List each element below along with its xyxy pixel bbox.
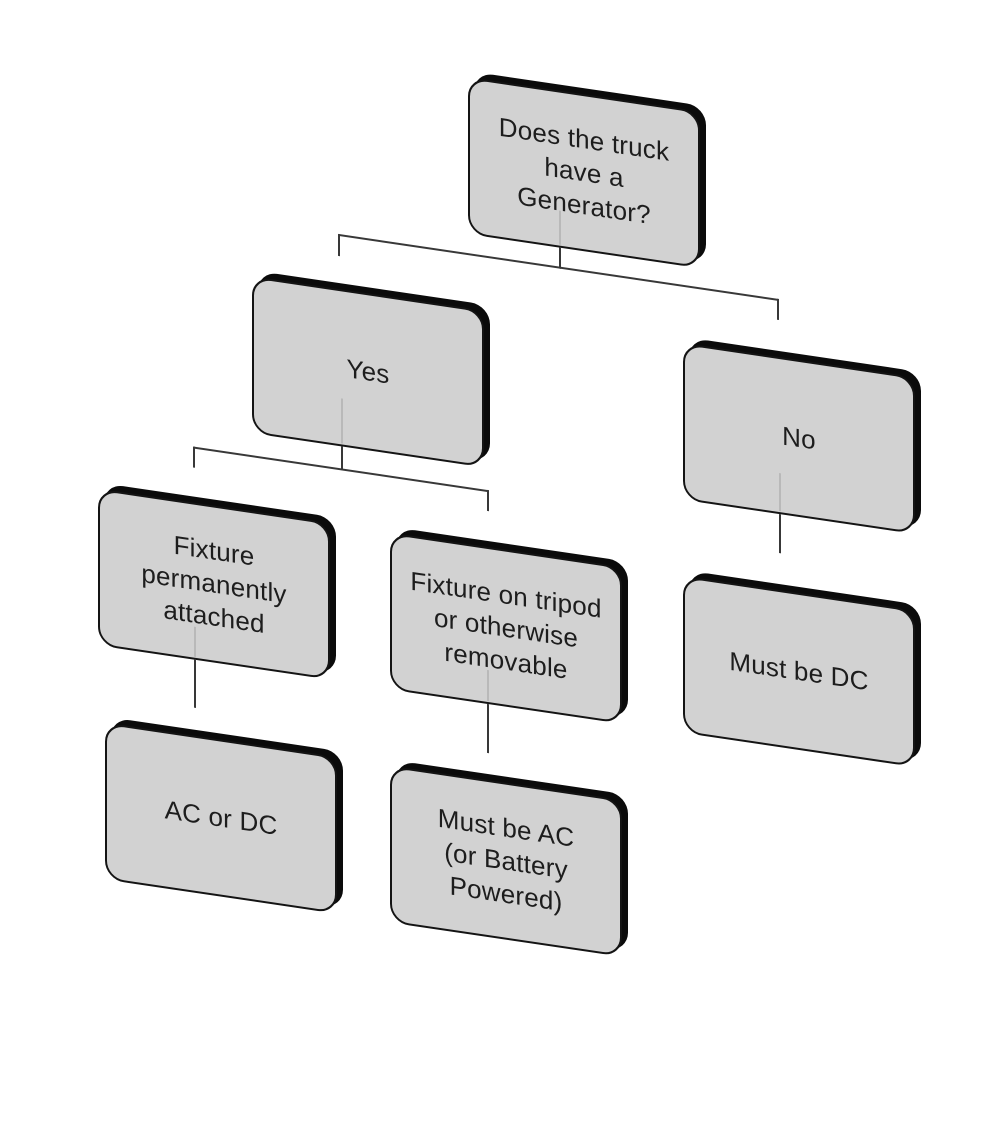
connector-segment-faint [194, 626, 196, 657]
connector-segment-faint [487, 669, 489, 702]
connector-segment-faint [559, 210, 561, 245]
connector-segment-faint [779, 473, 781, 512]
connector-segment-faint [341, 398, 343, 444]
